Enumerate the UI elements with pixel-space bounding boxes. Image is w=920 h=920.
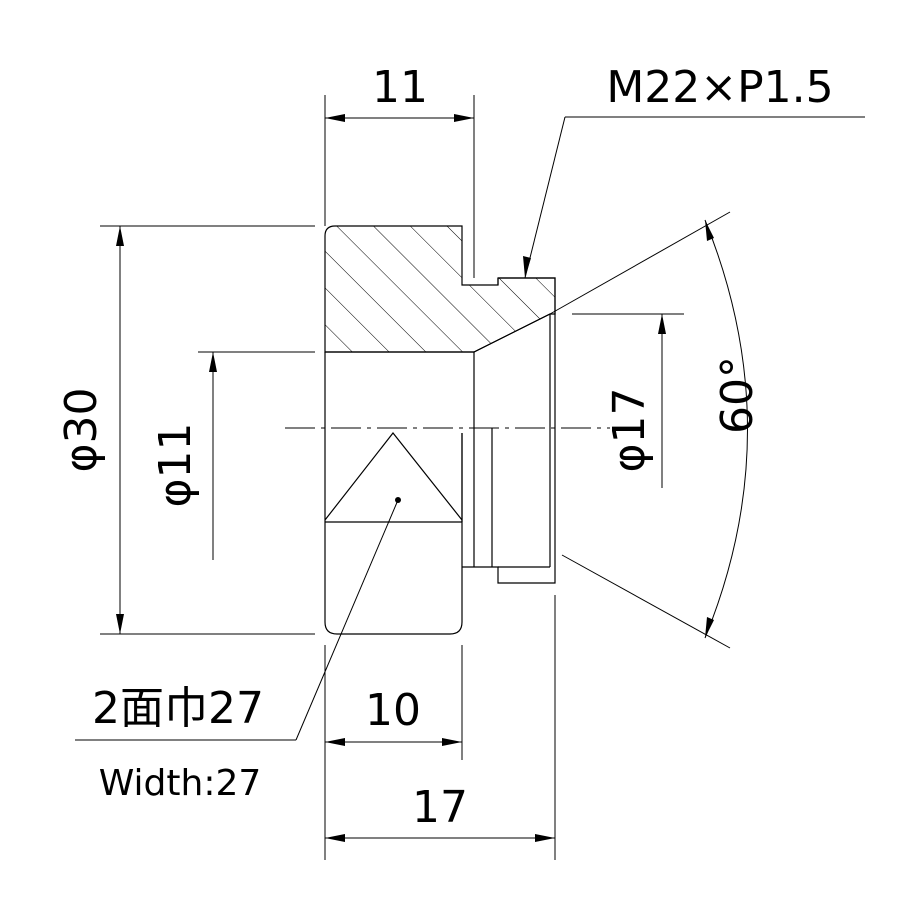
dim-width-top: 11 <box>372 62 428 113</box>
dim-hex-width-en: Width:27 <box>99 763 262 804</box>
hex-lower-outline <box>324 433 463 635</box>
drill-point-triangle <box>324 432 463 521</box>
dim-overall-length: 17 <box>412 782 468 833</box>
dimension-lines <box>75 95 865 860</box>
chamfer-line-top <box>473 313 551 353</box>
dim-chamfer-angle: 60° <box>712 356 763 434</box>
dim-hex-length: 10 <box>365 685 421 736</box>
part-body <box>324 225 556 635</box>
dim-outer-diameter: φ30 <box>56 387 107 472</box>
section-hatch <box>324 225 556 353</box>
dim-bore-diameter: φ11 <box>150 422 201 507</box>
arrowheads <box>116 114 714 842</box>
dim-thread: M22×P1.5 <box>606 62 833 113</box>
dim-spigot-diameter: φ17 <box>604 387 655 472</box>
dim-hex-width-jp: 2面巾27 <box>92 683 264 734</box>
